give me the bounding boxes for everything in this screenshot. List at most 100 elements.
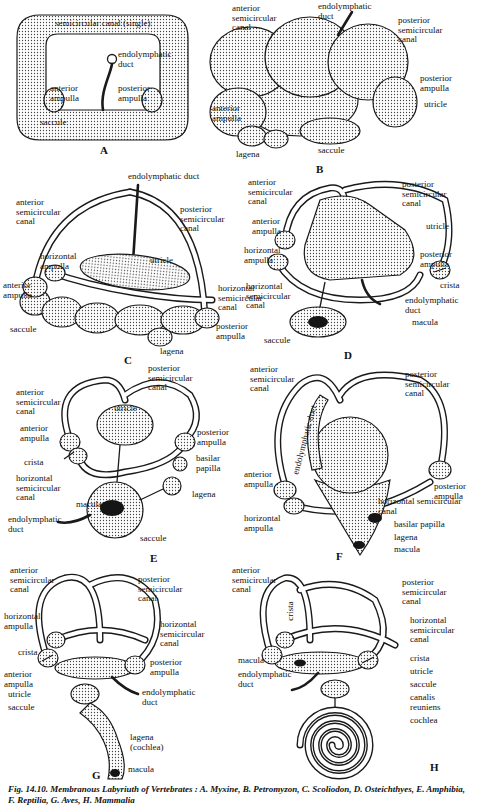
utricle [312,417,388,493]
panel-letter: E [150,553,164,564]
panel-letter: H [430,762,444,773]
saccule [71,684,99,704]
part-label: anterior semicircular canal [232,4,284,33]
part-label: saccule [8,703,48,713]
ampulla [429,461,451,479]
ampulla [274,481,296,499]
endolymphatic-duct [133,185,138,262]
part-label: anterior semicircular canal [250,365,302,394]
part-label: posterior semicircular canal [148,364,200,393]
part-label: anterior ampulla [212,104,252,123]
part-label: anterior semicircular canal [16,198,68,227]
lagena [148,328,172,346]
ampulla [276,632,294,648]
part-label: anterior ampulla [50,84,90,103]
part-label: endolymphatic duct [118,50,178,69]
duct-connection [320,282,325,307]
figure-caption: Fig. 14.10. Membranous Labyriuth of Vert… [8,784,474,805]
ampulla [125,656,145,674]
duct-connection [117,445,120,482]
part-label: utricle [114,404,149,414]
part-label: crista [410,654,445,664]
part-label: horizontal ampulla [40,252,85,271]
part-label: canalis reuniens [410,693,455,712]
saccule-lobe [300,118,360,144]
canal-lumen [284,629,395,645]
macula [100,500,124,516]
part-label: cochlea [410,716,450,726]
canal-lumen [300,584,383,660]
duct-connection [140,489,163,500]
part-label: endolymphatic duct [318,2,378,21]
semicircular-canal [284,629,395,645]
part-label: saccule [140,534,180,544]
ampulla [175,433,195,451]
endolymphatic-duct [102,64,112,110]
part-label: anterior ampulla [3,281,43,300]
part-label: endolymphatic duct [8,515,68,534]
part-label: anterior ampulla [4,670,44,689]
panel-letter: B [316,164,330,175]
part-label: endolymphatic duct [142,688,202,707]
part-label: anterior semicircular canal [16,388,68,417]
crista-mark [64,452,74,459]
panel-letter: F [336,551,350,562]
utricle [79,249,192,294]
part-label: saccule [410,680,450,690]
endolymphatic-duct [58,515,90,523]
part-label: endolymphatic duct [128,172,218,182]
part-label: posterior ampulla [420,250,462,269]
semicircular-canal [39,577,100,655]
part-label: posterior ampulla [118,84,160,103]
cochlea-spiral [300,710,370,776]
labyrinth-lobe [373,77,417,127]
part-label: utricle [150,256,185,266]
part-label: basilar papilla [196,454,236,473]
canal-lumen [78,446,183,475]
part-label: semicircular canal (single) [55,19,185,29]
lagena [163,477,181,495]
part-label: basilar papilla [394,520,474,530]
semicircular-canal [300,584,383,660]
part-label: utricle [426,222,466,232]
utricle [304,196,414,280]
canal-lumen [39,577,100,655]
lagena-lobe [238,126,266,146]
canal-lumen [56,630,145,640]
part-label: utricle [424,100,464,110]
panel-letter: C [124,355,138,366]
ampulla [284,498,304,514]
panel-letter: D [344,350,358,361]
ampulla [358,651,378,669]
utricle [55,657,135,679]
part-label: utricle [8,690,43,700]
part-label: saccule [318,146,358,156]
part-label: saccule [264,336,304,346]
part-label: endolymphatic duct [291,404,319,476]
part-label: lagena [192,490,227,500]
part-label: anterior ampulla [244,470,284,489]
part-label: horizontal semicircular canal [160,620,212,649]
crista-mark [42,655,53,661]
part-label: lagena (cochlea) [130,733,175,752]
macula [294,660,306,667]
part-label: horizontal semicircular canal [246,282,298,311]
part-label: horizontal semicircular canal [410,616,465,645]
part-label: horizontal ampulla [4,612,49,631]
ampulla [262,646,282,664]
macula [308,316,328,328]
saccule [290,307,346,337]
endolymphatic-duct [338,12,352,35]
duct-sac [108,55,117,64]
part-label: anterior semicircular canal [10,566,62,595]
part-label: posterior semicircular canal [138,575,190,604]
part-label: posterior ampulla [150,658,192,677]
part-label: horizontal ampulla [244,514,289,533]
part-label: posterior ampulla [216,322,258,341]
part-label: lagena [160,347,195,357]
part-label: posterior semicircular canal [402,578,454,607]
part-label: crista [24,458,59,468]
macula [110,769,120,777]
part-label: anterior semicircular canal [232,566,284,595]
